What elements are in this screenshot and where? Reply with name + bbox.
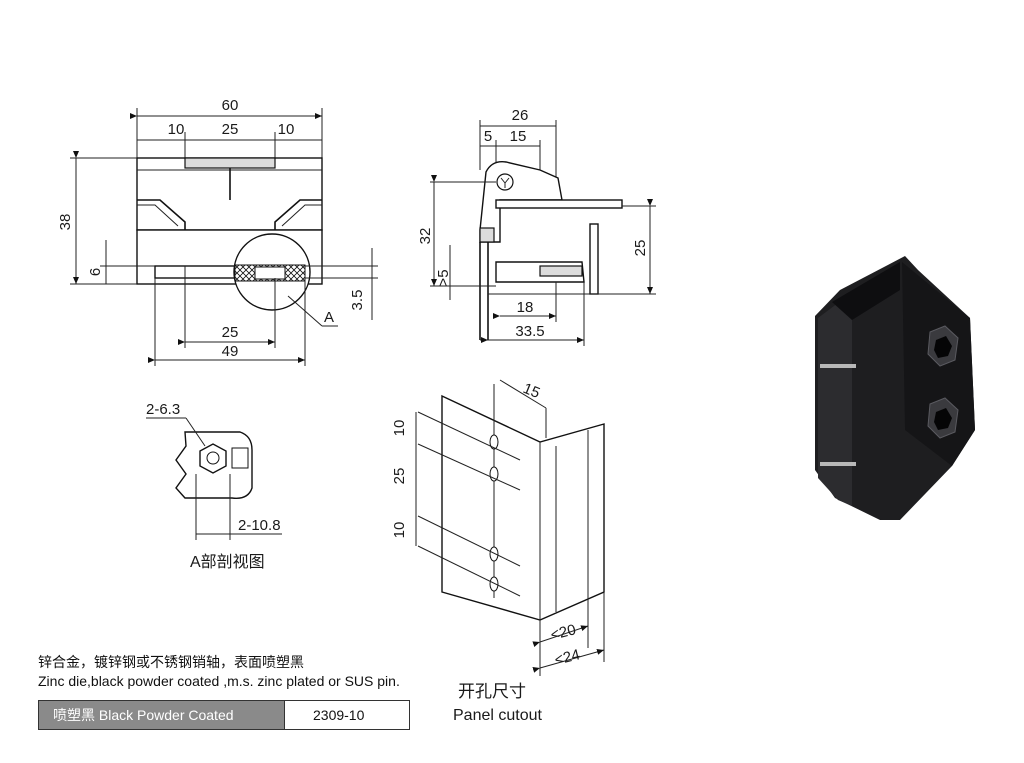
dim-side-top: 26 [512,107,529,124]
part-number-cell: 2309-10 [284,701,409,729]
dim-width-left: 10 [168,121,185,138]
material-note-en: Zinc die,black powder coated ,m.s. zinc … [38,673,400,689]
hinge-product-render [815,256,975,520]
cutout-hole-icon [489,546,499,562]
dim-hole: 2-10.8 [238,517,281,534]
dim-width-right: 10 [278,121,295,138]
panel-outline [441,394,605,621]
front-view: 60 10 25 10 A 38 6 [57,97,378,366]
dim-side-height-right: 25 [632,240,649,257]
dim-side-left: 5 [484,128,492,145]
dim-panel-outer: <24 [553,646,582,669]
panel-cutout-view: 10 25 10 15 <20 <24 开孔尺寸 Panel cutout [391,379,605,724]
section-caption: A部剖视图 [190,553,265,571]
dim-width-total: 60 [222,97,239,114]
cutout-hole-icon [489,434,499,450]
dim-side-min: >5 [435,269,452,286]
section-a-view: 2-6.3 2-10.8 A部剖视图 [146,401,282,571]
panel-caption-cn: 开孔尺寸 [458,682,526,701]
dim-side-base: 33.5 [515,323,544,340]
finish-cell: 喷塑黑 Black Powder Coated [39,701,284,729]
side-view: 26 5 15 32 >5 25 18 33.5 [417,107,656,346]
dim-side-height-left: 32 [417,228,434,245]
spec-bar: 喷塑黑 Black Powder Coated 2309-10 [38,700,410,730]
dim-base-width: 49 [222,343,239,360]
dim-depth-small: 3.5 [349,290,366,311]
section-label: A [324,309,334,326]
dim-panel-offset: 15 [521,380,543,402]
dim-height-total: 38 [57,214,74,231]
dim-hole-spacing: 25 [222,324,239,341]
dim-panel-inner: <20 [549,621,578,644]
cutout-hole-icon [489,466,499,482]
dim-height-small: 6 [87,268,104,276]
dim-side-inner: 18 [517,299,534,316]
dim-screw: 2-6.3 [146,401,180,418]
dim-width-mid: 25 [222,121,239,138]
panel-caption-en: Panel cutout [453,707,543,724]
dim-panel-top: 10 [391,420,408,437]
dim-side-mid: 15 [510,128,527,145]
dim-panel-mid: 25 [391,468,408,485]
cutout-hole-icon [489,576,499,592]
dim-panel-bot: 10 [391,522,408,539]
material-note-cn: 锌合金，镀锌钢或不锈钢销轴，表面喷塑黑 [38,654,304,670]
